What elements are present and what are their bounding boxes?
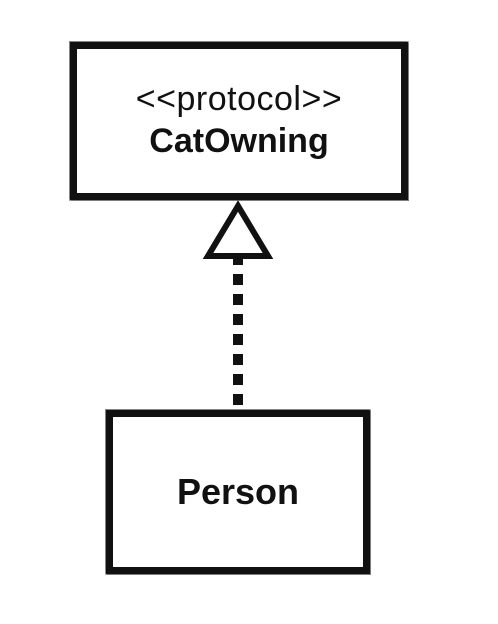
protocol-box-catowning: <<protocol>> CatOwning [70,42,408,200]
class-box-person: Person [106,410,370,574]
realization-arrowhead-icon [202,200,274,259]
class-name-label: Person [176,471,300,512]
protocol-stereotype-label: <<protocol>> [135,80,343,118]
protocol-name-label: CatOwning [149,122,329,160]
